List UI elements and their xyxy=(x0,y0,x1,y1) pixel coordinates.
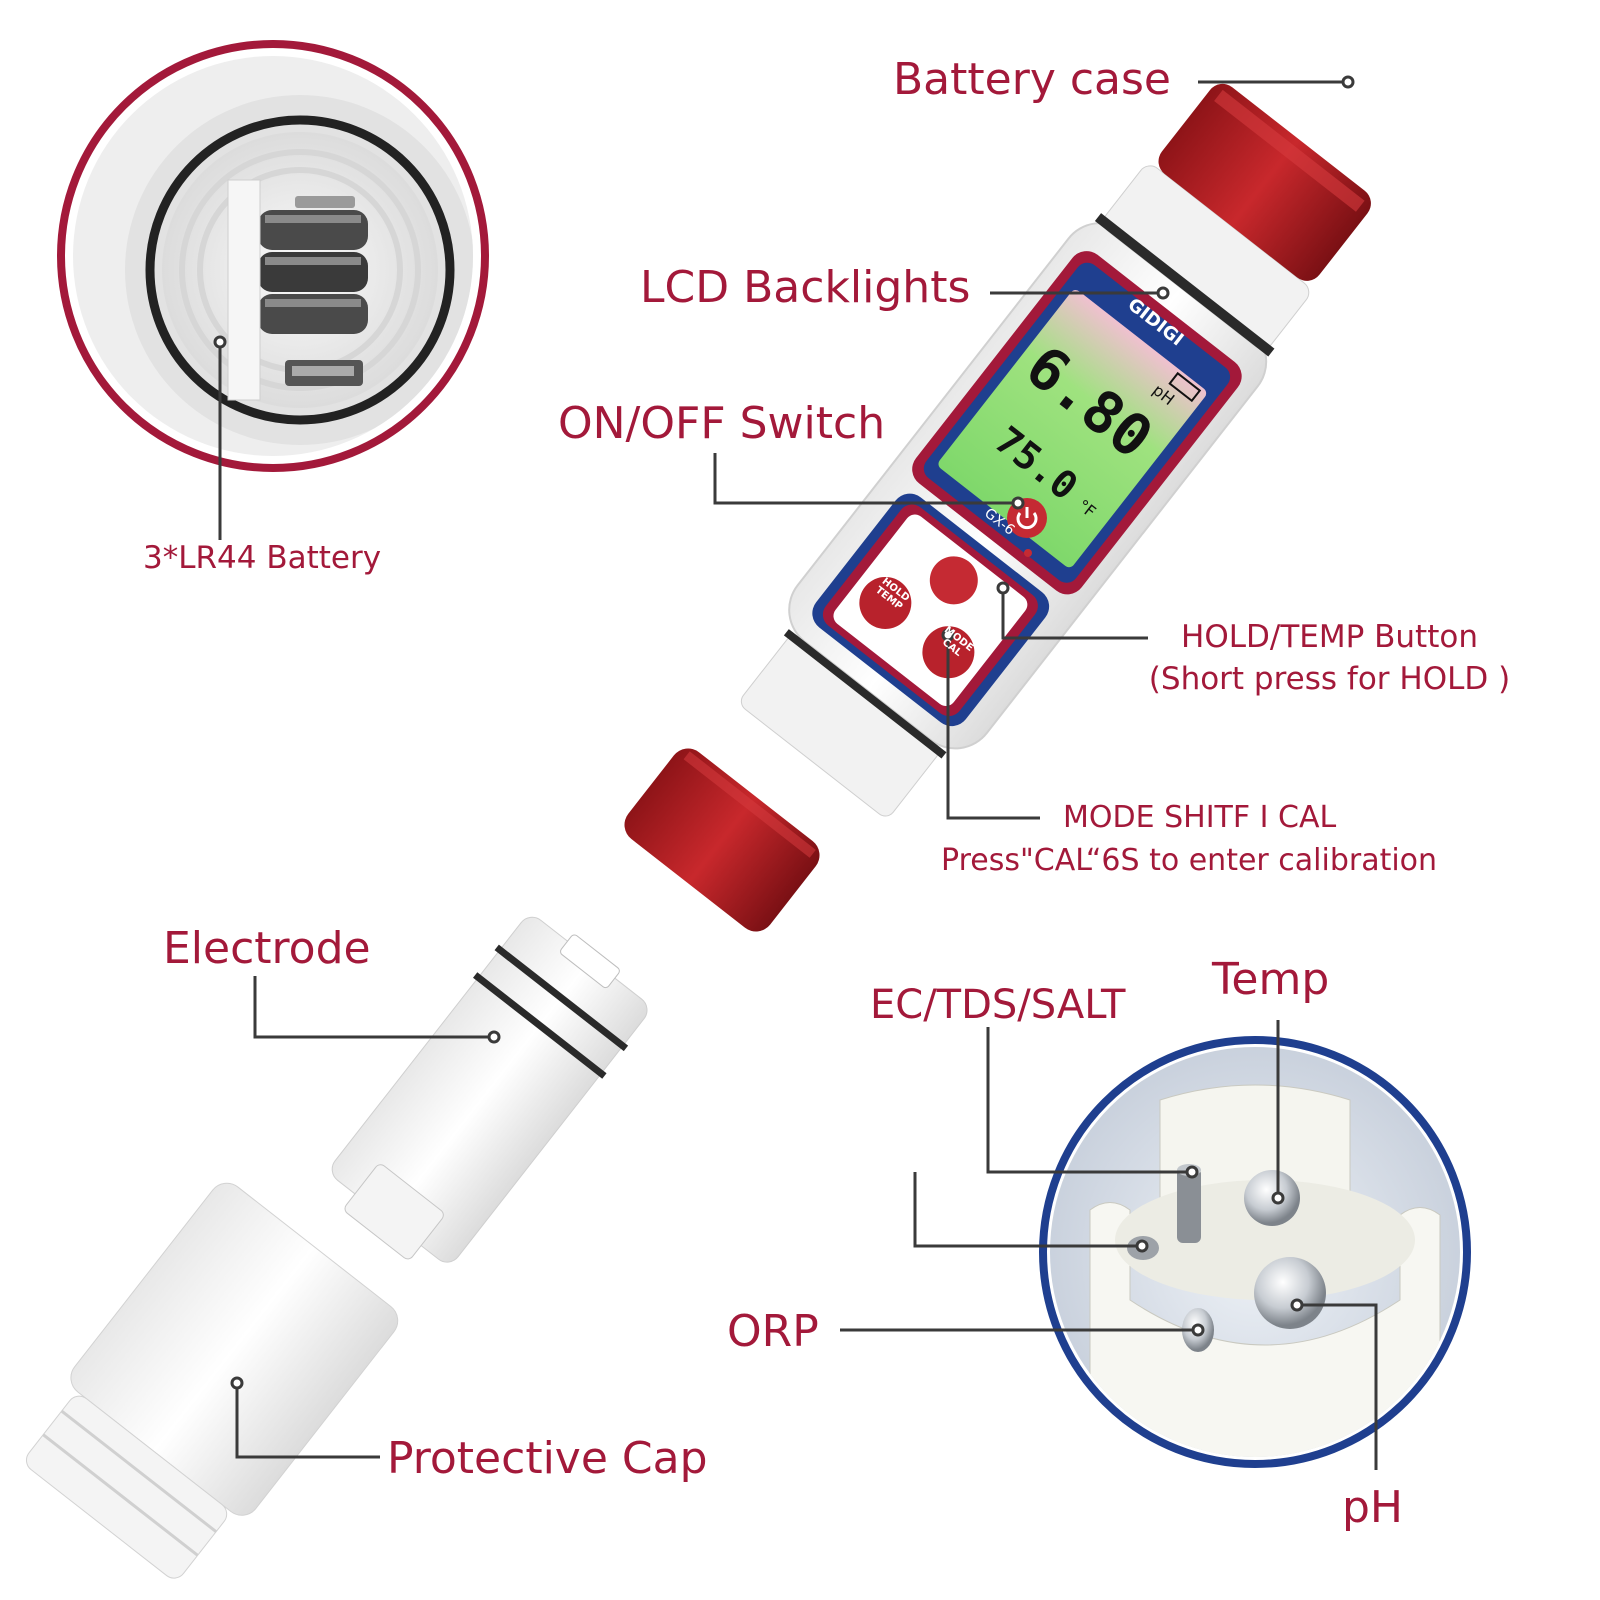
label-electrode: Electrode xyxy=(163,923,371,974)
protective-cap-part xyxy=(25,1182,399,1579)
probe-inset xyxy=(1039,1036,1471,1468)
label-lcd-backlights: LCD Backlights xyxy=(640,262,971,313)
label-temp: Temp xyxy=(1212,954,1330,1005)
label-hold-temp-line2: (Short press for HOLD ) xyxy=(1148,660,1511,697)
leader-lines xyxy=(218,80,1378,1470)
label-battery: 3*LR44 Battery xyxy=(143,540,382,576)
on-off-button[interactable] xyxy=(1006,497,1048,539)
label-mode-line2: Press"CAL“6S to enter calibration xyxy=(941,843,1438,878)
electrode xyxy=(331,916,648,1263)
backlight-sun-icon xyxy=(1024,549,1032,557)
label-ph: pH xyxy=(1342,1482,1404,1533)
label-hold-temp-line1: HOLD/TEMP Button xyxy=(1181,619,1478,655)
label-battery-case: Battery case xyxy=(893,54,1171,105)
label-on-off-switch: ON/OFF Switch xyxy=(558,398,886,449)
label-mode-line1: MODE SHITF I CAL xyxy=(1063,800,1337,835)
label-ec-tds-salt: EC/TDS/SALT xyxy=(870,982,1126,1028)
battery-inset xyxy=(57,40,489,472)
lr44-battery-stack xyxy=(258,196,368,386)
label-hold-temp: HOLD/TEMP Button (Short press for HOLD ) xyxy=(1132,617,1527,701)
leader-dots xyxy=(213,75,1355,1390)
label-protective-cap: Protective Cap xyxy=(387,1433,708,1484)
label-orp: ORP xyxy=(727,1306,819,1357)
connector-ring xyxy=(624,748,820,932)
